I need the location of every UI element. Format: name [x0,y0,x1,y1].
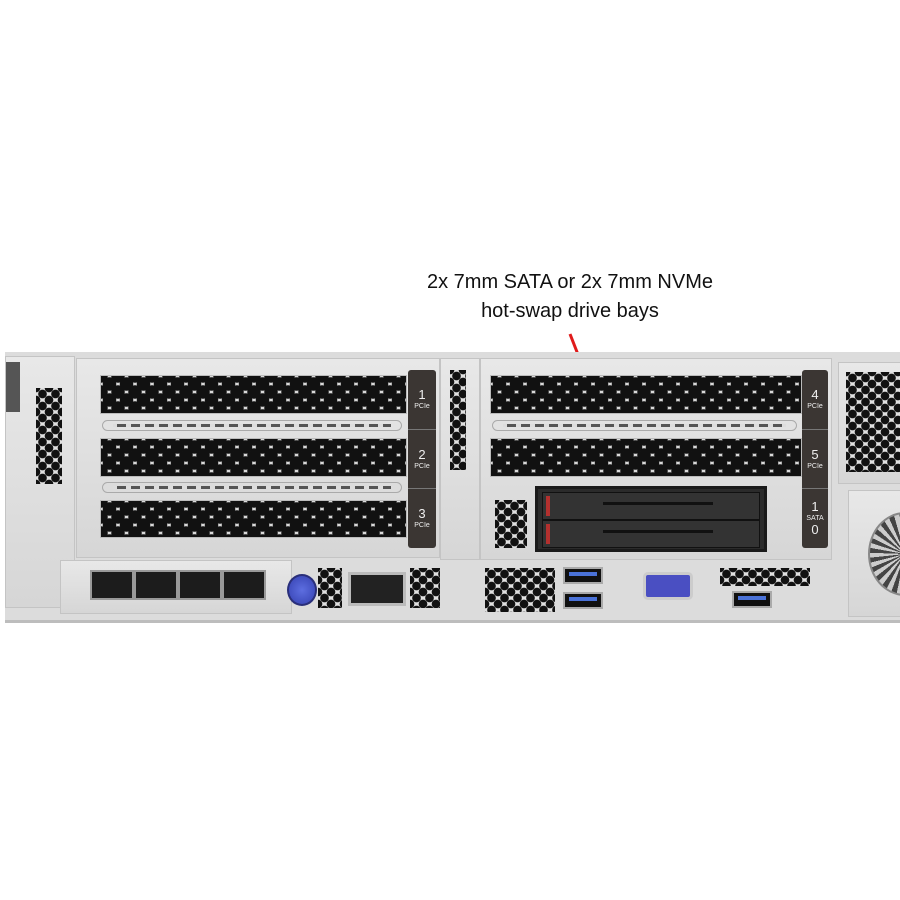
center-vent [450,370,466,470]
slot-divider [492,420,797,431]
sfp-port-icon[interactable] [90,570,134,600]
io-vent [318,568,342,608]
sfp-port-icon[interactable] [222,570,266,600]
pcie-slot-5-vent [490,438,802,477]
drive-slot-0[interactable] [542,520,760,548]
caption-line-1: 2x 7mm SATA or 2x 7mm NVMe [427,271,713,293]
annotation-caption: 2x 7mm SATA or 2x 7mm NVMe hot-swap driv… [300,268,840,326]
io-vent [720,568,810,586]
left-vent [36,388,62,484]
slot-divider [102,420,402,431]
drive-release-latch[interactable] [546,496,550,516]
slot-divider [102,482,402,493]
vga-port-icon[interactable] [643,572,693,600]
pcie-slot-3-vent [100,500,407,538]
drive-cage-vent [495,500,527,548]
usb-port-icon[interactable] [563,567,603,584]
right-vent [846,372,900,472]
drive-release-latch[interactable] [546,524,550,544]
sfp-port-icon[interactable] [134,570,178,600]
pcie-slot-2-vent [100,438,407,477]
usb-port-icon[interactable] [732,591,772,608]
rack-latch [6,362,20,412]
pcie-slot-4-vent [490,375,802,414]
io-vent [485,568,555,612]
rj45-port-icon[interactable] [348,572,406,606]
io-vent [410,568,440,608]
pcie-slot-1-vent [100,375,407,414]
usb-port-icon[interactable] [563,592,603,609]
drive-bay-7mm [535,486,767,552]
thumbscrew-icon[interactable] [287,574,317,606]
caption-line-2: hot-swap drive bays [481,300,659,322]
sfp-port-icon[interactable] [178,570,222,600]
drive-slot-1[interactable] [542,492,760,520]
